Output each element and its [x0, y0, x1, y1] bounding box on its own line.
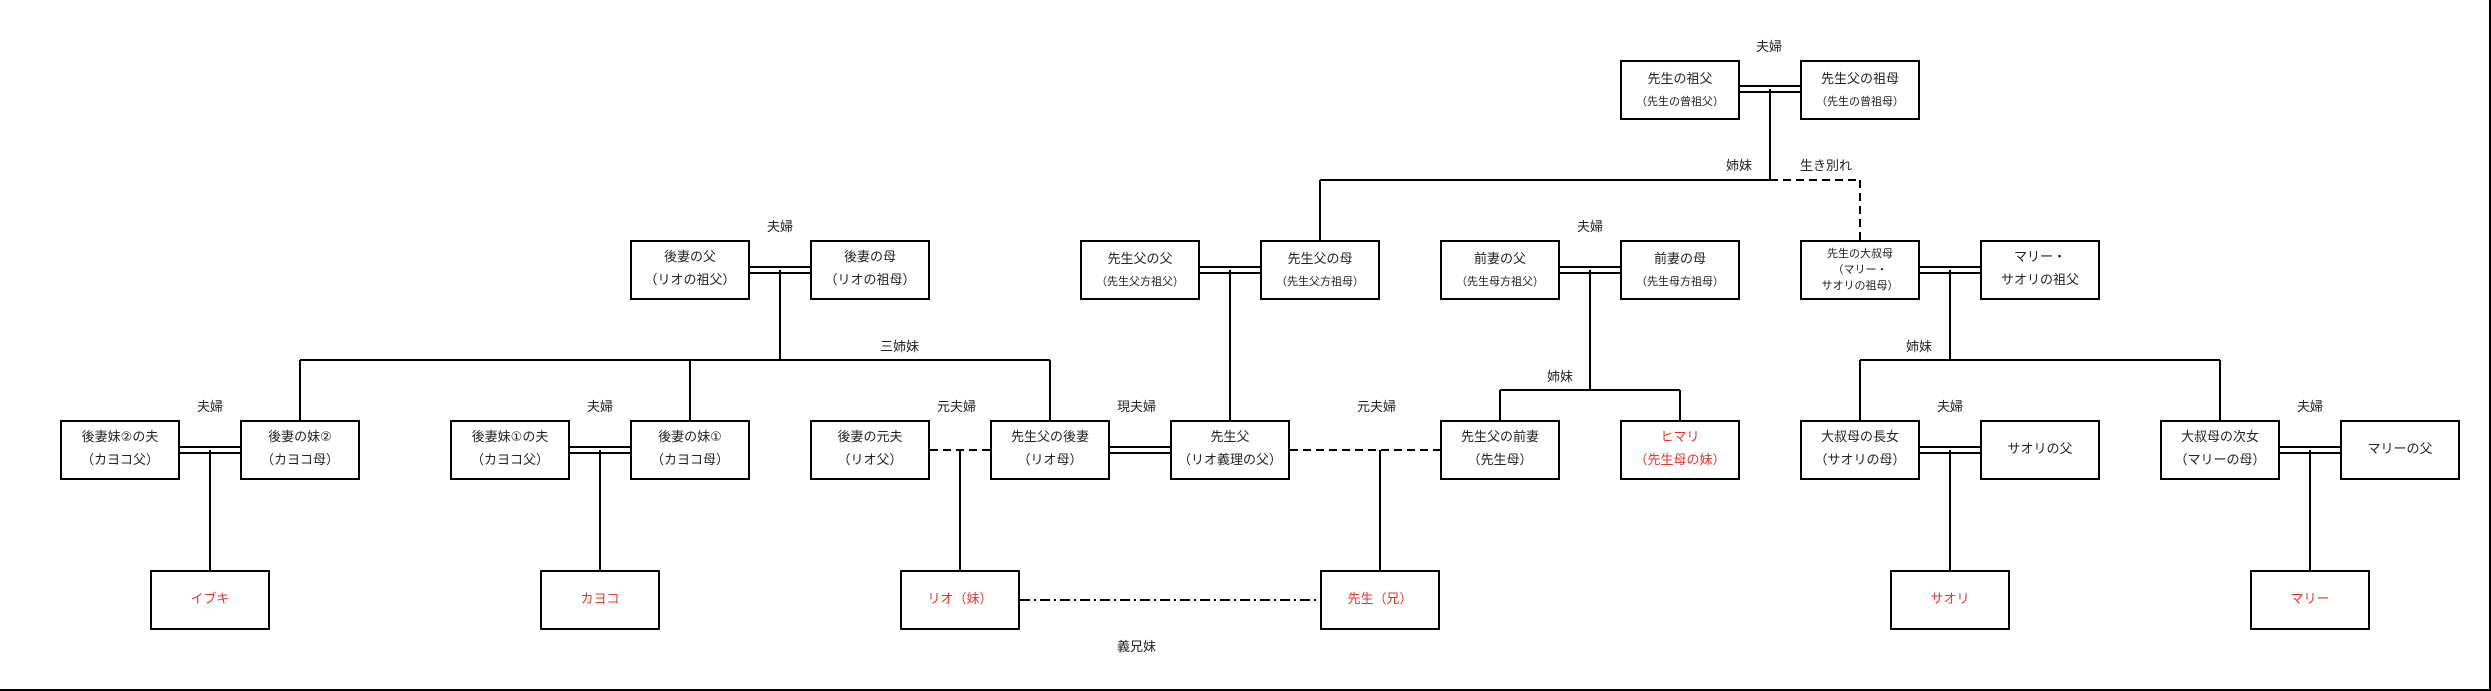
relation-label-fuufu: 夫婦: [1577, 220, 1604, 235]
person-relation: （リオの祖母）: [824, 273, 916, 288]
person-relation: サオリの祖母）: [1821, 278, 1899, 292]
person-name: マリー・: [2013, 250, 2066, 266]
person-name: イブキ: [190, 591, 230, 607]
person-box-imouto2-otto: 後妻妹②の夫 （カヨコ父）: [60, 420, 180, 480]
relation-label-fuufu: 夫婦: [587, 400, 614, 415]
relation-label-motofuufu: 元夫婦: [1357, 400, 1397, 415]
person-box-gosai: 先生父の後妻 （リオ母）: [990, 420, 1110, 480]
relation-label-fuufu: 夫婦: [1937, 400, 1964, 415]
person-name: 後妻妹②の夫: [81, 430, 159, 446]
relation-label-fuufu: 夫婦: [767, 220, 794, 235]
relation-label-fuufu: 夫婦: [197, 400, 224, 415]
person-box-saori-chichi: サオリの父: [1980, 420, 2100, 480]
person-relation: （カヨコ母）: [650, 453, 729, 468]
person-name: ヒマリ: [1660, 430, 1700, 446]
person-name: 前妻の母: [1653, 252, 1706, 267]
person-box-sensei: 先生（兄）: [1320, 570, 1440, 630]
person-relation: （先生母方祖父）: [1456, 274, 1544, 288]
person-box-gosai-haha: 後妻の母 （リオの祖母）: [810, 240, 930, 300]
person-relation: （マリー・: [1832, 263, 1888, 277]
person-relation: （先生の曾祖父）: [1636, 94, 1724, 108]
person-name: 先生父の父: [1107, 252, 1173, 267]
person-name: 先生父: [1210, 430, 1250, 446]
person-box-imouto1-otto: 後妻妹①の夫 （カヨコ父）: [450, 420, 570, 480]
person-name: 前妻の父: [1473, 252, 1526, 267]
person-box-zensai-haha: 前妻の母 （先生母方祖母）: [1620, 240, 1740, 300]
person-box-sensei-chichi: 先生父 （リオ義理の父）: [1170, 420, 1290, 480]
person-name: 後妻の父: [663, 250, 716, 266]
person-relation: （カヨコ父）: [80, 453, 159, 468]
person-name: 大叔母の次女: [2180, 430, 2259, 446]
person-name: カヨコ: [580, 591, 620, 607]
person-relation: （マリーの母）: [2174, 453, 2266, 468]
person-relation: （先生父方祖父）: [1096, 274, 1184, 288]
person-name: 後妻妹①の夫: [471, 430, 549, 446]
person-name: リオ（妹）: [927, 591, 993, 607]
relation-label-genfuufu: 現夫婦: [1117, 400, 1157, 415]
person-box-gosai-motootto: 後妻の元夫 （リオ父）: [810, 420, 930, 480]
person-relation: （先生母の妹）: [1634, 453, 1726, 468]
relation-label-sanshimai: 三姉妹: [880, 340, 920, 355]
person-relation: （リオ父）: [837, 453, 903, 468]
person-relation: サオリの祖父: [2000, 273, 2079, 288]
person-box-mary-sofu: マリー・ サオリの祖父: [1980, 240, 2100, 300]
person-box-zensai-chichi: 前妻の父 （先生母方祖父）: [1440, 240, 1560, 300]
person-name: 先生父の母: [1287, 252, 1353, 267]
relation-label-shimai: 姉妹: [1906, 340, 1933, 355]
person-name: 先生父の祖母: [1820, 72, 1899, 87]
person-relation: （カヨコ父）: [470, 453, 549, 468]
person-name: 後妻の元夫: [837, 430, 903, 446]
person-relation: （カヨコ母）: [260, 453, 339, 468]
person-box-rio: リオ（妹）: [900, 570, 1020, 630]
person-box-mary-chichi: マリーの父: [2340, 420, 2460, 480]
person-box-ooobo: 先生の大叔母 （マリー・ サオリの祖母）: [1800, 240, 1920, 300]
person-box-choujo: 大叔母の長女 （サオリの母）: [1800, 420, 1920, 480]
person-name: 大叔母の長女: [1820, 430, 1899, 446]
relation-label-motofuufu: 元夫婦: [937, 400, 977, 415]
person-box-zensai: 先生父の前妻 （先生母）: [1440, 420, 1560, 480]
person-name: 先生父の後妻: [1010, 430, 1089, 446]
person-name: サオリ: [1930, 591, 1970, 607]
person-box-mary: マリー: [2250, 570, 2370, 630]
person-name: 後妻の妹①: [658, 430, 722, 446]
person-name: 先生の大叔母: [1827, 247, 1893, 261]
person-box-kayoko: カヨコ: [540, 570, 660, 630]
person-name: サオリの父: [2007, 441, 2073, 457]
person-box-imouto1: 後妻の妹① （カヨコ母）: [630, 420, 750, 480]
person-name: 先生の祖父: [1647, 72, 1713, 87]
person-relation: （リオ母）: [1017, 453, 1083, 468]
person-name: 後妻の母: [843, 250, 896, 266]
person-name: マリー: [2290, 591, 2330, 607]
person-name: マリーの父: [2367, 441, 2433, 457]
person-box-gosai-chichi: 後妻の父 （リオの祖父）: [630, 240, 750, 300]
person-box-sensei-sofu: 先生の祖父 （先生の曾祖父）: [1620, 60, 1740, 120]
relation-label-ikiwakare: 生き別れ: [1800, 159, 1853, 174]
relation-label-gikyoudai: 義兄妹: [1117, 640, 1157, 655]
person-relation: （リオの祖父）: [644, 273, 736, 288]
person-box-himari: ヒマリ （先生母の妹）: [1620, 420, 1740, 480]
person-box-sensei-sobo: 先生父の祖母 （先生の曾祖母）: [1800, 60, 1920, 120]
person-box-jijo: 大叔母の次女 （マリーの母）: [2160, 420, 2280, 480]
relation-label-fuufu: 夫婦: [1756, 40, 1783, 55]
person-relation: （先生母方祖母）: [1636, 274, 1724, 288]
relation-label-shimai: 姉妹: [1547, 370, 1574, 385]
person-relation: （先生母）: [1467, 453, 1533, 468]
person-box-saori: サオリ: [1890, 570, 2010, 630]
person-relation: （先生父方祖母）: [1276, 274, 1364, 288]
person-box-ibuki: イブキ: [150, 570, 270, 630]
person-relation: （リオ義理の父）: [1177, 453, 1282, 468]
person-name: 先生（兄）: [1347, 591, 1413, 607]
person-name: 先生父の前妻: [1460, 430, 1539, 446]
person-name: 後妻の妹②: [268, 430, 332, 446]
person-box-chichi-chichi: 先生父の父 （先生父方祖父）: [1080, 240, 1200, 300]
relation-label-shimai: 姉妹: [1726, 159, 1753, 174]
person-box-imouto2: 後妻の妹② （カヨコ母）: [240, 420, 360, 480]
person-relation: （サオリの母）: [1814, 453, 1906, 468]
person-box-chichi-haha: 先生父の母 （先生父方祖母）: [1260, 240, 1380, 300]
person-relation: （先生の曾祖母）: [1816, 94, 1904, 108]
relation-label-fuufu: 夫婦: [2297, 400, 2324, 415]
